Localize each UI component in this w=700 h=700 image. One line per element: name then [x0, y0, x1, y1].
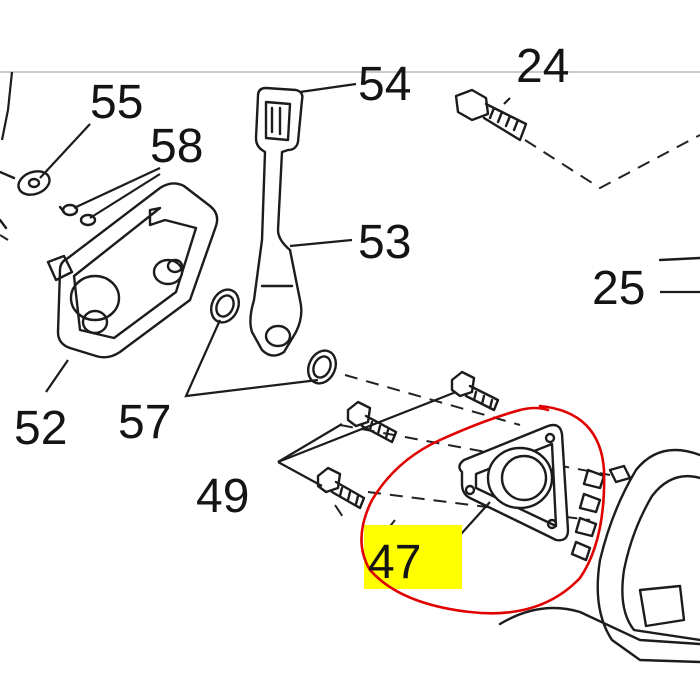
label-25: 25	[592, 262, 645, 315]
engine-housing	[498, 256, 700, 664]
red-highlight-circle	[360, 404, 606, 615]
label-57: 57	[118, 396, 171, 449]
part-57-gaskets	[210, 288, 337, 385]
label-53: 53	[358, 216, 411, 269]
part-58-small-washers	[58, 203, 97, 227]
label-49: 49	[196, 470, 249, 523]
part-55-washer	[0, 170, 51, 230]
label-55: 55	[90, 76, 143, 129]
part-52-cover-plate	[46, 182, 219, 359]
label-24: 24	[516, 40, 569, 93]
label-52: 52	[14, 402, 67, 455]
leader-lines	[0, 71, 700, 545]
part-47-flange-plate	[458, 423, 570, 542]
label-54: 54	[358, 58, 411, 111]
part-24-bolt	[454, 88, 528, 142]
label-47: 47	[368, 536, 421, 589]
part-49-bolts	[316, 370, 500, 510]
part-53-54-lever	[249, 86, 304, 357]
label-58: 58	[150, 120, 203, 173]
dashed-assembly-lines	[0, 134, 700, 546]
